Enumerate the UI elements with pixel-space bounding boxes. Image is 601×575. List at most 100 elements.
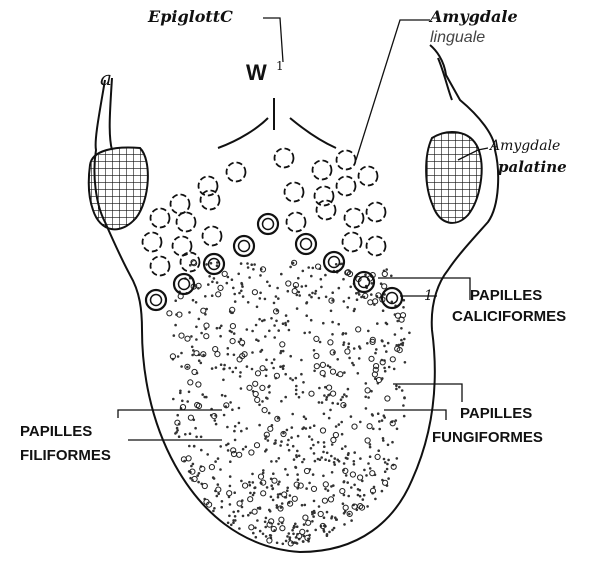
filiform-dot bbox=[274, 442, 277, 445]
filiform-dot bbox=[198, 318, 201, 321]
filiform-dot bbox=[305, 418, 308, 421]
filiform-dot bbox=[221, 500, 224, 503]
filiform-dot bbox=[396, 428, 399, 431]
filiform-dot bbox=[205, 263, 208, 266]
filiform-dot bbox=[284, 396, 287, 399]
filiform-dot bbox=[188, 311, 191, 314]
filiform-dot bbox=[322, 475, 325, 478]
filiform-dot bbox=[313, 511, 316, 514]
filiform-dot bbox=[276, 309, 279, 312]
filiform-dot bbox=[311, 520, 314, 523]
filiform-dot bbox=[319, 267, 322, 270]
filiform-dot bbox=[206, 453, 209, 456]
filiform-dot bbox=[346, 481, 349, 484]
filiform-dot bbox=[373, 486, 376, 489]
papillae-dots bbox=[167, 260, 411, 546]
filiform-dot bbox=[365, 407, 368, 410]
fili-leader-1 bbox=[118, 410, 222, 418]
filiform-dot bbox=[183, 460, 186, 463]
fungiform-dot bbox=[188, 415, 193, 420]
calic-papilla-inner bbox=[359, 277, 370, 288]
filiform-dot bbox=[253, 487, 256, 490]
fungiform-dot bbox=[368, 300, 373, 305]
filiform-dot bbox=[370, 293, 373, 296]
fungiform-dot bbox=[202, 483, 207, 488]
filiform-dot bbox=[308, 294, 311, 297]
filiform-dot bbox=[324, 488, 327, 491]
epiglottis-left-curve bbox=[218, 118, 268, 148]
filiform-dot bbox=[330, 485, 333, 488]
filiform-dot bbox=[343, 393, 346, 396]
filiform-dot bbox=[261, 400, 264, 403]
filiform-dot bbox=[381, 340, 384, 343]
filiform-dot bbox=[295, 389, 298, 392]
filiform-dot bbox=[286, 444, 289, 447]
filiform-dot bbox=[279, 365, 282, 368]
filiform-dot bbox=[302, 391, 305, 394]
fungiform-dot bbox=[343, 505, 348, 510]
filiform-dot bbox=[359, 421, 362, 424]
filiform-dot bbox=[303, 458, 306, 461]
fungiform-dot bbox=[222, 271, 227, 276]
filiform-dot bbox=[329, 409, 332, 412]
filiform-dot bbox=[378, 420, 381, 423]
filiform-dot bbox=[184, 433, 187, 436]
filiform-dot bbox=[307, 266, 310, 269]
amygdale-palatine-label-2: palatine bbox=[498, 158, 567, 176]
filiform-dot bbox=[276, 542, 279, 545]
lingual-nodule bbox=[275, 149, 294, 168]
filiform-dot bbox=[311, 438, 314, 441]
filiform-dot bbox=[330, 310, 333, 313]
papilles-fung-label-2: FUNGIFORMES bbox=[432, 429, 543, 446]
filiform-dot bbox=[288, 329, 291, 332]
filiform-dot bbox=[363, 296, 366, 299]
filiform-dot bbox=[252, 481, 255, 484]
calic-papilla-outer bbox=[234, 236, 254, 256]
filiform-dot bbox=[353, 347, 356, 350]
filiform-dot bbox=[285, 540, 288, 543]
filiform-dot bbox=[195, 301, 198, 304]
filiform-dot bbox=[306, 301, 309, 304]
lingual-nodule bbox=[171, 195, 190, 214]
filiform-dot bbox=[220, 506, 223, 509]
filiform-dot bbox=[317, 441, 320, 444]
filiform-dot bbox=[241, 506, 244, 509]
filiform-dot bbox=[386, 463, 389, 466]
filiform-dot bbox=[303, 523, 306, 526]
filiform-dot bbox=[285, 496, 288, 499]
filiform-dot bbox=[238, 341, 241, 344]
filiform-dot bbox=[281, 522, 284, 525]
filiform-dot bbox=[288, 449, 291, 452]
filiform-dot bbox=[369, 467, 372, 470]
filiform-dot bbox=[195, 436, 198, 439]
filiform-dot bbox=[347, 388, 350, 391]
fungiform-dot bbox=[179, 333, 184, 338]
filiform-dot bbox=[365, 474, 368, 477]
filiform-dot bbox=[282, 543, 285, 546]
filiform-dot bbox=[228, 496, 231, 499]
filiform-dot bbox=[214, 460, 217, 463]
filiform-dot bbox=[217, 483, 220, 486]
filiform-dot bbox=[224, 395, 227, 398]
filiform-dot bbox=[238, 292, 241, 295]
filiform-dot bbox=[331, 321, 334, 324]
fungiform-dot bbox=[213, 347, 218, 352]
filiform-dot bbox=[282, 367, 285, 370]
filiform-dot bbox=[341, 433, 344, 436]
fungiform-dot bbox=[331, 391, 336, 396]
filiform-dot bbox=[286, 474, 289, 477]
filiform-dot bbox=[347, 346, 350, 349]
fungiform-dot bbox=[255, 397, 260, 402]
calic-papilla-inner bbox=[329, 257, 340, 268]
filiform-dot bbox=[276, 504, 279, 507]
filiform-dot bbox=[357, 488, 360, 491]
filiform-dot bbox=[280, 506, 283, 509]
filiform-dot bbox=[391, 441, 394, 444]
filiform-dot bbox=[359, 457, 362, 460]
filiform-dot bbox=[226, 426, 229, 429]
filiform-dot bbox=[380, 282, 383, 285]
filiform-dot bbox=[240, 387, 243, 390]
filiform-dot bbox=[303, 426, 306, 429]
filiform-dot bbox=[267, 439, 270, 442]
fungiform-dot bbox=[382, 271, 387, 276]
